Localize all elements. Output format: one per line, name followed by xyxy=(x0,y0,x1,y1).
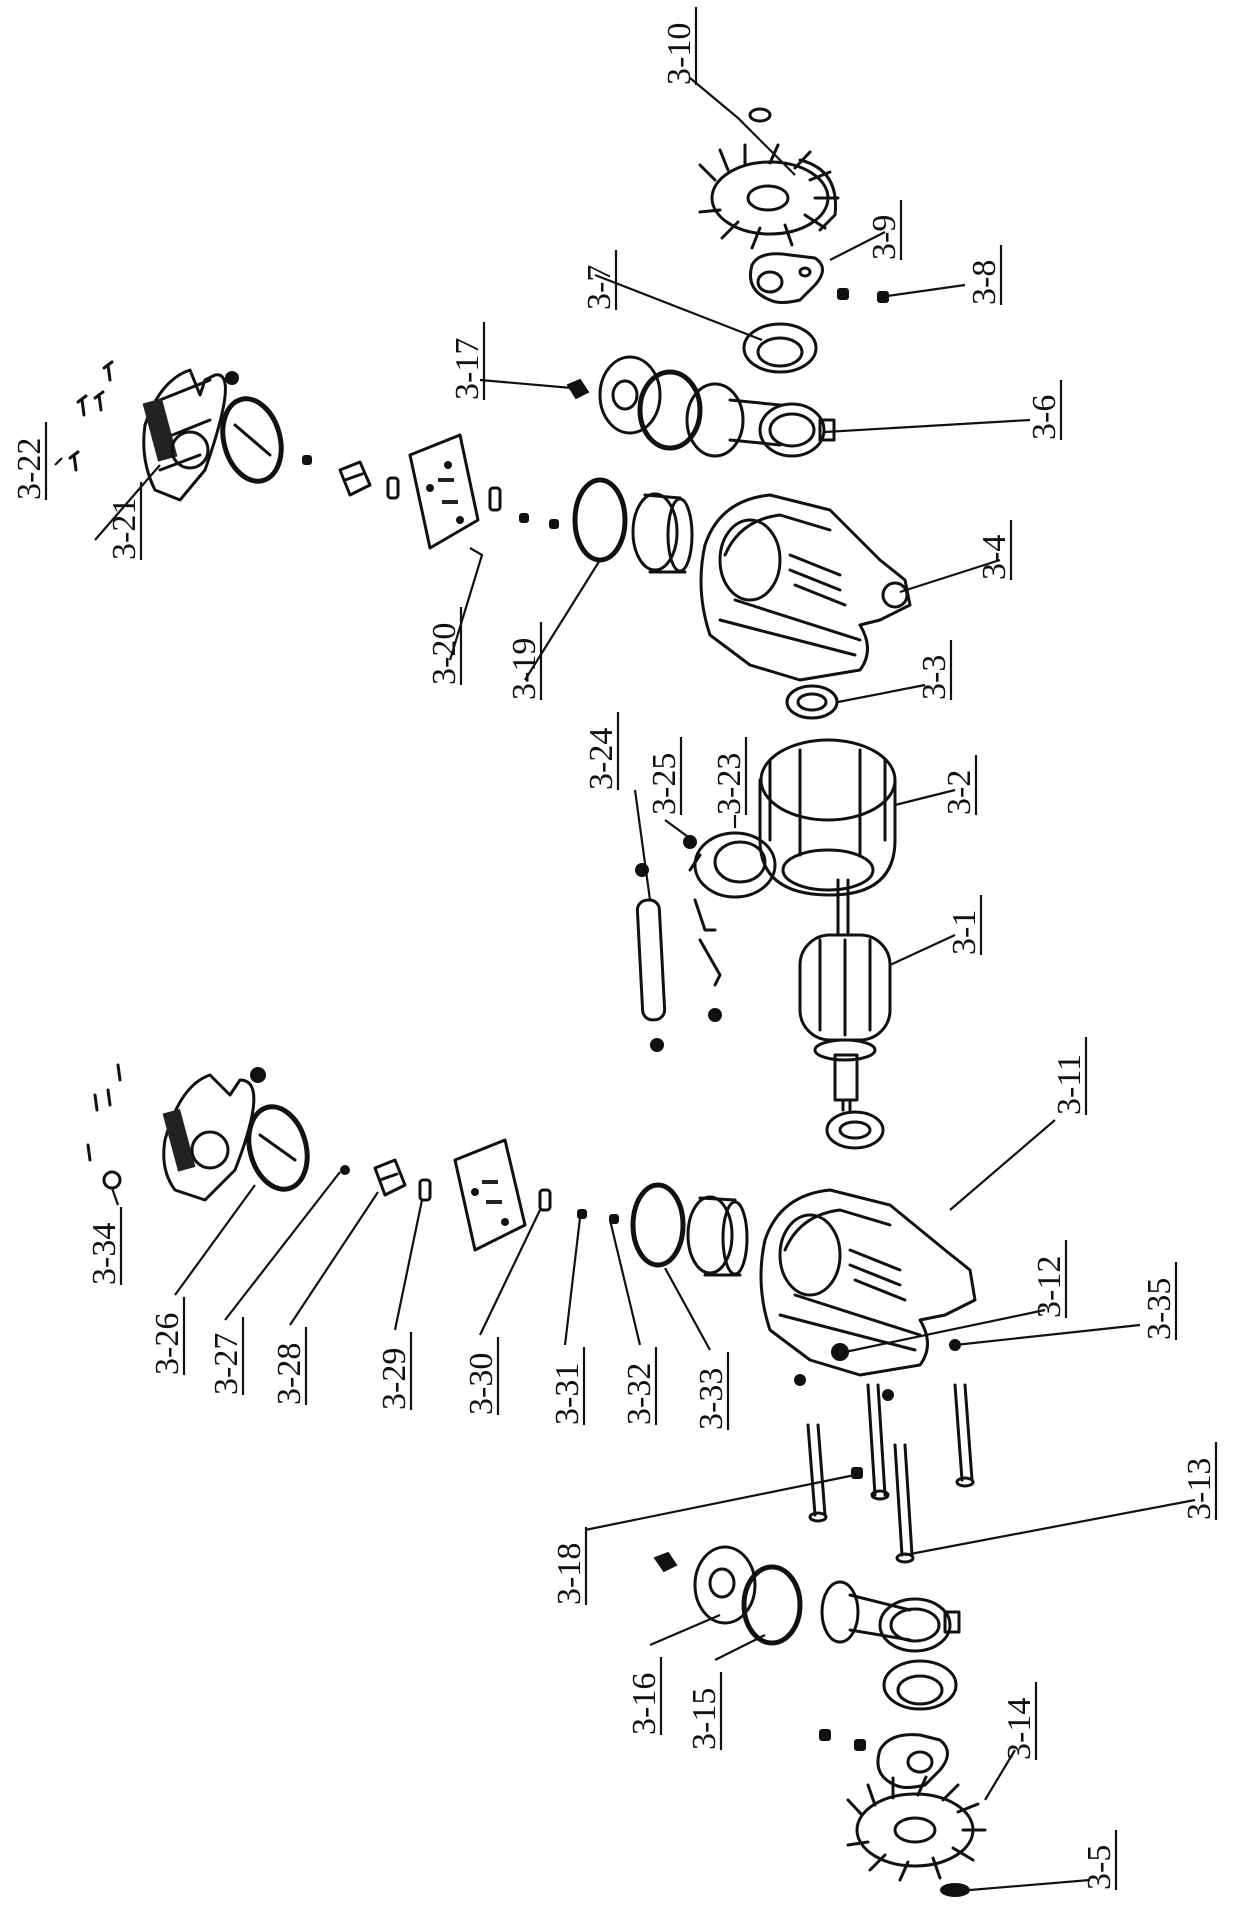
motor-rotor xyxy=(798,878,892,1150)
label-3-31: 3-31 xyxy=(549,1363,586,1425)
lower-small-nut xyxy=(851,1467,863,1479)
lower-eccentric xyxy=(819,1729,949,1789)
label-3-19: 3-19 xyxy=(506,638,543,700)
label-3-2: 3-2 xyxy=(941,770,978,815)
label-3-23: 3-23 xyxy=(711,753,748,815)
lower-head-gasket xyxy=(246,1104,310,1192)
label-3-20: 3-20 xyxy=(426,623,463,685)
label-3-11: 3-11 xyxy=(1051,1054,1088,1115)
upper-valve-small-parts xyxy=(302,455,559,529)
label-3-7: 3-7 xyxy=(581,265,618,310)
label-3-13: 3-13 xyxy=(1181,1458,1218,1520)
label-3-34: 3-34 xyxy=(86,1223,123,1285)
lower-bearing xyxy=(882,1659,958,1711)
label-3-32: 3-32 xyxy=(621,1363,658,1425)
label-3-12: 3-12 xyxy=(1031,1256,1068,1318)
lower-valve-small-parts xyxy=(340,1158,619,1224)
upper-valve-plate xyxy=(408,433,480,550)
upper-head-gasket xyxy=(220,396,284,484)
center-connecting-parts xyxy=(635,831,777,1052)
label-3-27: 3-27 xyxy=(208,1333,245,1395)
upper-bearing xyxy=(742,322,818,374)
label-3-21: 3-21 xyxy=(106,498,143,560)
label-3-33: 3-33 xyxy=(693,1368,730,1430)
upper-set-screws xyxy=(837,288,889,303)
long-bolts-and-nuts xyxy=(794,1339,975,1564)
upper-head-screws xyxy=(68,360,114,472)
leader-lines xyxy=(54,77,1196,1892)
label-3-30: 3-30 xyxy=(463,1353,500,1415)
label-3-29: 3-29 xyxy=(376,1348,413,1410)
label-3-17: 3-17 xyxy=(449,338,486,400)
label-3-35: 3-35 xyxy=(1141,1278,1178,1340)
label-3-18: 3-18 xyxy=(551,1543,588,1605)
upper-cylinder-sleeve xyxy=(572,477,694,574)
lower-piston-group xyxy=(653,1545,961,1653)
label-3-16: 3-16 xyxy=(626,1673,663,1735)
motor-bearing-upper xyxy=(785,684,839,720)
upper-piston-group xyxy=(566,355,836,458)
label-3-24: 3-24 xyxy=(583,728,620,790)
label-3-26: 3-26 xyxy=(149,1313,186,1375)
label-3-9: 3-9 xyxy=(866,215,903,260)
label-3-3: 3-3 xyxy=(916,655,953,700)
label-3-28: 3-28 xyxy=(271,1343,308,1405)
label-3-4: 3-4 xyxy=(976,535,1013,580)
lower-fan xyxy=(846,1775,987,1882)
upper-eccentric xyxy=(749,252,824,304)
upper-fan xyxy=(698,107,840,250)
upper-crankcase xyxy=(699,493,912,682)
label-3-25: 3-25 xyxy=(646,753,683,815)
lower-crankcase xyxy=(759,1188,977,1377)
lower-head-screws xyxy=(86,1063,122,1190)
upper-cylinder-head xyxy=(142,368,239,502)
label-3-1: 3-1 xyxy=(946,910,983,955)
motor-stator xyxy=(758,738,897,897)
label-3-15: 3-15 xyxy=(686,1688,723,1750)
lower-cylinder-head xyxy=(162,1067,266,1202)
label-3-8: 3-8 xyxy=(966,260,1003,305)
lower-valve-plate xyxy=(453,1138,527,1252)
label-3-6: 3-6 xyxy=(1026,395,1063,440)
part-drawings xyxy=(68,107,987,1897)
label-3-14: 3-14 xyxy=(1001,1698,1038,1760)
label-3-22: 3-22 xyxy=(11,438,48,500)
label-3-10: 3-10 xyxy=(661,23,698,85)
lower-washer xyxy=(940,1883,970,1897)
part-labels: 3-10 3-9 3-8 3-7 3-17 3-6 3-4 3-3 3-2 3-… xyxy=(11,7,1218,1890)
lower-cylinder-sleeve xyxy=(630,1182,749,1277)
label-3-5: 3-5 xyxy=(1081,1845,1118,1890)
